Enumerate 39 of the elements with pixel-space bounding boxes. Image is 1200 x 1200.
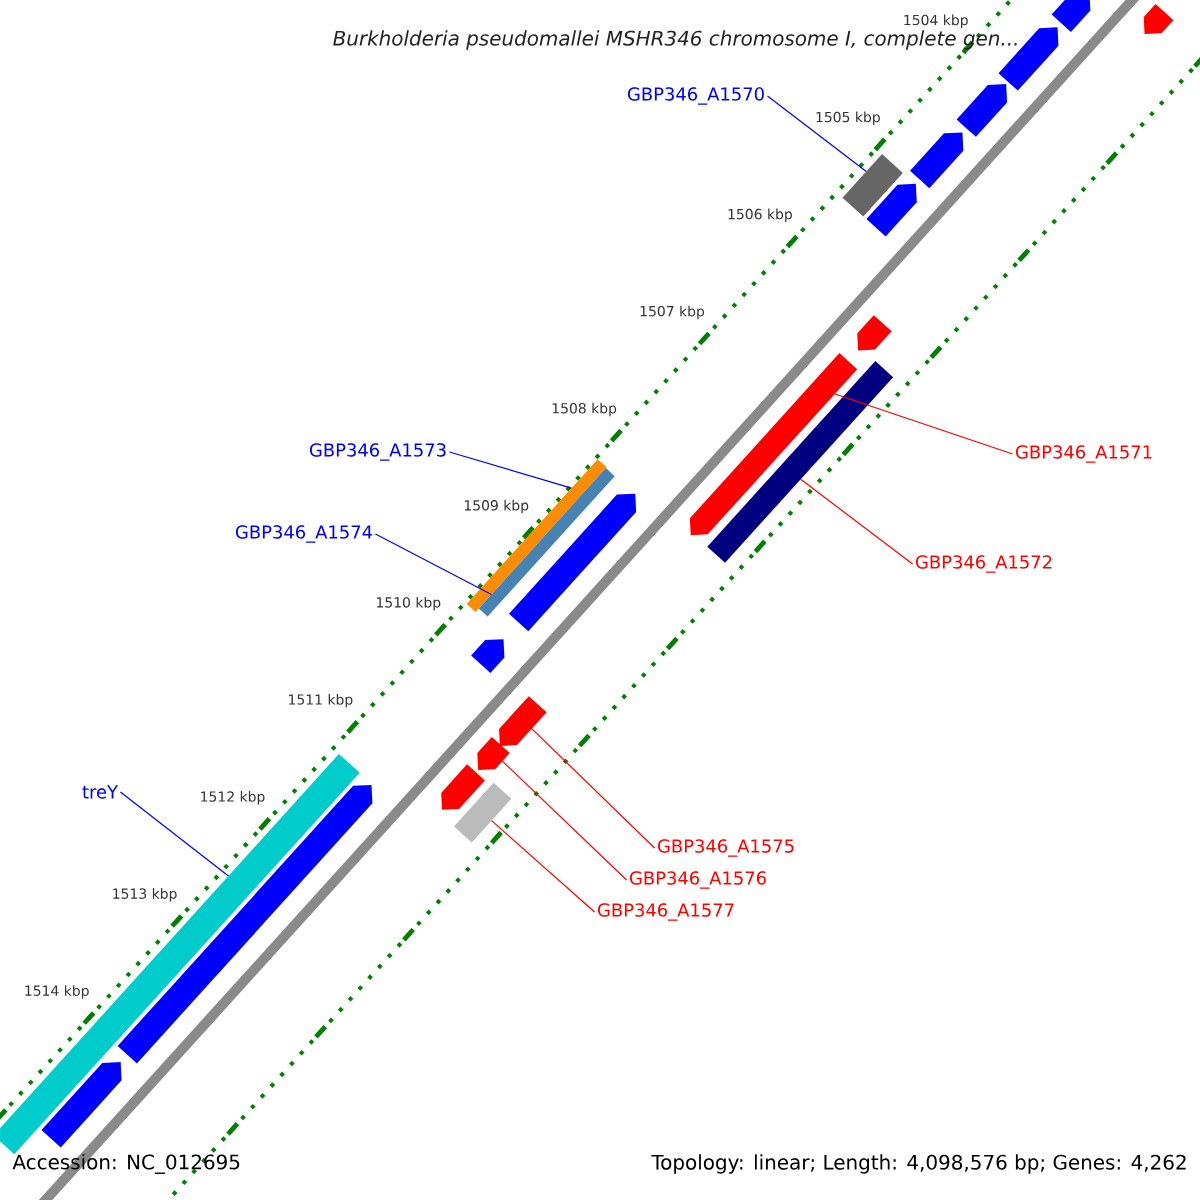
leader-line [766, 95, 867, 173]
gene-block [866, 183, 917, 237]
gene-block [477, 737, 510, 770]
leader-line [800, 478, 914, 565]
leader-line [374, 533, 493, 595]
gene-block [910, 132, 964, 189]
gene-label: GBP346_A1572 [915, 555, 1052, 573]
leader-line [531, 728, 656, 849]
gene-label: GBP346_A1576 [629, 871, 766, 889]
gene-bar [453, 782, 512, 843]
gene-block [1051, 0, 1091, 32]
leader-line [448, 451, 573, 489]
gene-block [1143, 4, 1174, 34]
gene-label: GBP346_A1575 [657, 839, 794, 857]
gene-block [441, 764, 485, 810]
gene-bar [0, 753, 360, 1155]
gene-label: GBP346_A1577 [597, 903, 734, 921]
gene-block [689, 353, 858, 536]
gene-label: GBP346_A1573 [309, 443, 446, 461]
gene-block [956, 84, 1008, 137]
gene-bar [842, 154, 903, 217]
gene-label: GBP346_A1571 [1015, 445, 1152, 463]
title: Burkholderia pseudomallei MSHR346 chromosome I, complete gen... [333, 30, 1017, 50]
gene-block [41, 1062, 122, 1148]
gene-block [117, 784, 373, 1064]
gene-label: GBP346_A1574 [235, 525, 373, 543]
leader-line [834, 393, 1014, 455]
footer-text: Accession: NC_012695 [12, 1154, 240, 1174]
gene-block [499, 696, 547, 746]
gene-label: GBP346_A1570 [627, 87, 764, 105]
leader-line [119, 791, 229, 877]
footer-text: Topology: linear; Length: 4,098,576 bp; Genes: 4,262 [651, 1154, 1186, 1174]
leader-line [490, 820, 596, 913]
leader-line [501, 760, 628, 881]
gene-label: treY [82, 785, 119, 799]
gene-block [857, 315, 892, 351]
gene-bar [466, 459, 607, 612]
gene-block [471, 639, 505, 674]
gene-bar [707, 361, 894, 563]
